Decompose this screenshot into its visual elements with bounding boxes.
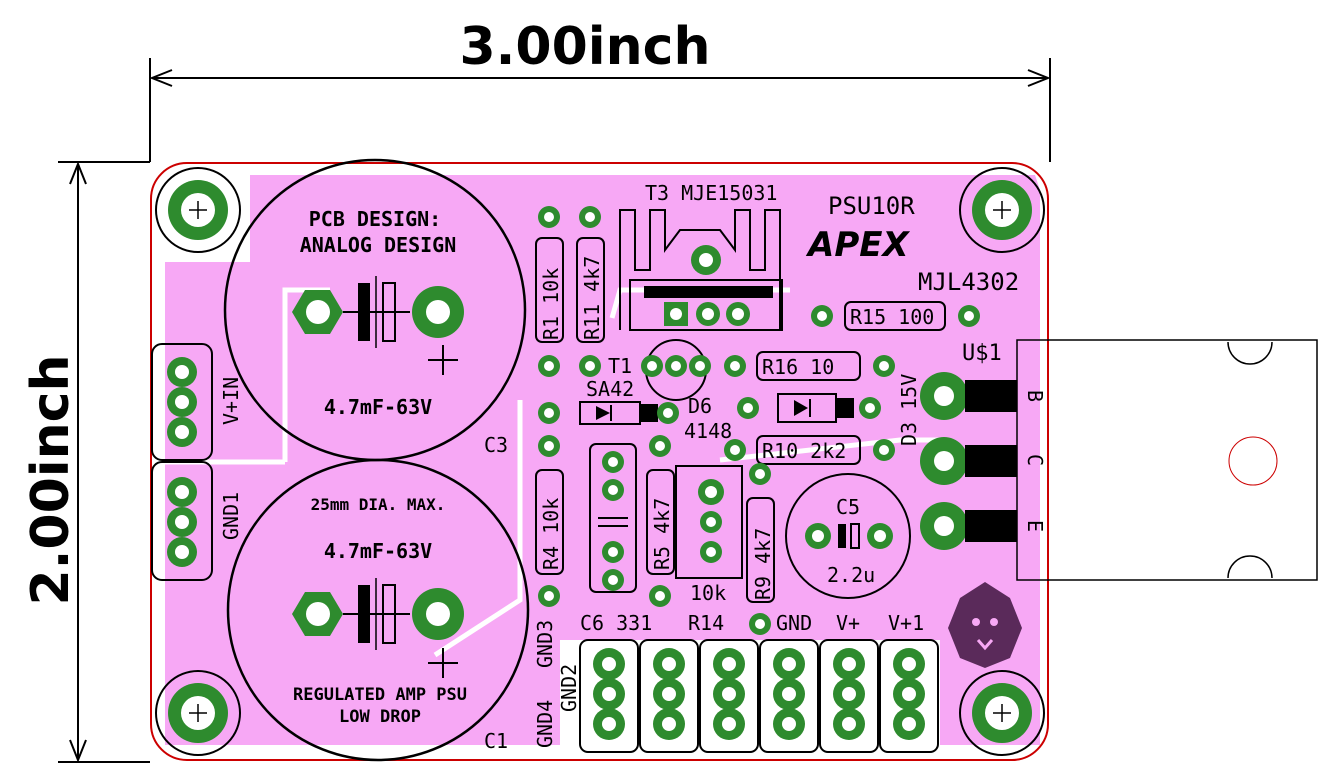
dimension-height	[58, 161, 150, 763]
connector-gnd1	[151, 461, 213, 581]
connector-c6-label: C6 331	[580, 611, 652, 635]
pin-c-label: C	[1023, 454, 1047, 466]
connector-gnd-label: GND	[776, 611, 812, 635]
transistor-t3-label: T3 MJE15031	[645, 181, 777, 205]
pin-b-label: B	[1023, 390, 1047, 402]
resistor-r1-label: R1 10k	[539, 268, 563, 340]
c1-value: 4.7mF-63V	[324, 539, 432, 563]
transistor-t3-pins	[664, 302, 750, 326]
connector-vplus1-label: V+1	[888, 611, 924, 635]
capacitor-c5-label: C5	[836, 495, 860, 519]
resistor-r10	[724, 435, 895, 465]
resistor-r16-label: R16 10	[762, 355, 834, 379]
resistor-r11	[576, 206, 605, 377]
transistor-t1	[641, 339, 711, 401]
capacitor-c5	[785, 473, 911, 599]
c1-name: C1	[484, 729, 508, 753]
board-outline	[150, 162, 1049, 761]
footer-text-1: REGULATED AMP PSU	[293, 685, 467, 705]
transistor-t3	[619, 209, 783, 331]
pin-e-label: E	[1023, 520, 1047, 532]
header-text-1: PCB DESIGN:	[309, 207, 441, 231]
capacitor-c1	[226, 458, 530, 762]
connector-r14-label: R14	[688, 611, 724, 635]
connector-gnd3-label: GND3	[533, 620, 557, 668]
c3-value: 4.7mF-63V	[324, 395, 432, 419]
connector-vplus-label: V+	[836, 611, 860, 635]
header-text-2: ANALOG DESIGN	[300, 233, 457, 257]
capacitor-c6	[589, 443, 637, 593]
connector-row-bottom	[579, 639, 939, 753]
connector-vin	[151, 343, 213, 461]
dimension-width-label: 3.00inch	[460, 17, 711, 77]
connector-gnd1-label: GND1	[219, 492, 243, 540]
resistor-r9-label: R9 4k7	[751, 528, 775, 600]
transistor-body-outline	[1016, 339, 1318, 581]
resistor-r1	[535, 206, 564, 377]
resistor-r5-label: R5 4k7	[650, 498, 674, 570]
transistor-t1-type: SA42	[586, 377, 634, 401]
resistor-r15	[811, 301, 980, 331]
trimmer-r14	[675, 465, 743, 579]
resistor-r15-label: R15 100	[850, 305, 934, 329]
capacitor-c3	[223, 158, 527, 462]
connector-gnd2-label: GND2	[557, 664, 581, 712]
lion-logo	[948, 582, 1022, 668]
trimmer-r14-value: 10k	[690, 581, 726, 605]
diode-d6	[538, 401, 679, 425]
resistor-r10-label: R10 2k2	[762, 439, 846, 463]
diode-d6-label: D6	[688, 394, 712, 418]
diode-d3	[737, 393, 881, 423]
c1-note: 25mm DIA. MAX.	[311, 495, 446, 514]
board-title: PSU10R	[828, 192, 915, 220]
resistor-r4	[535, 435, 564, 607]
dimension-width	[149, 58, 1051, 162]
resistor-r4-label: R4 10k	[539, 498, 563, 570]
diode-d6-value: 4148	[684, 419, 732, 443]
transistor-label: MJL4302	[918, 268, 1019, 296]
transistor-t1-label: T1	[608, 354, 632, 378]
c3-name: C3	[484, 433, 508, 457]
mounting-hole-top-right	[959, 167, 1045, 253]
mounting-hole-top-left	[155, 167, 241, 253]
resistor-r16	[724, 351, 895, 381]
mounting-hole-bottom-left	[155, 670, 241, 756]
diode-d3-label: D3 15V	[897, 374, 921, 446]
u1-label: U$1	[962, 341, 1002, 366]
brand-logo: APEX	[805, 225, 910, 265]
dimension-height-label: 2.00inch	[21, 355, 81, 606]
power-transistor-pads	[920, 372, 1017, 550]
capacitor-c5-value: 2.2u	[827, 563, 875, 587]
connector-vin-label: V+IN	[219, 377, 243, 425]
resistor-r11-label: R11 4k7	[580, 256, 604, 340]
mounting-hole-bottom-right	[959, 670, 1045, 756]
resistor-r5	[646, 435, 675, 607]
resistor-r9	[746, 463, 775, 635]
connector-gnd4-label: GND4	[533, 700, 557, 748]
footer-text-2: LOW DROP	[339, 707, 421, 727]
